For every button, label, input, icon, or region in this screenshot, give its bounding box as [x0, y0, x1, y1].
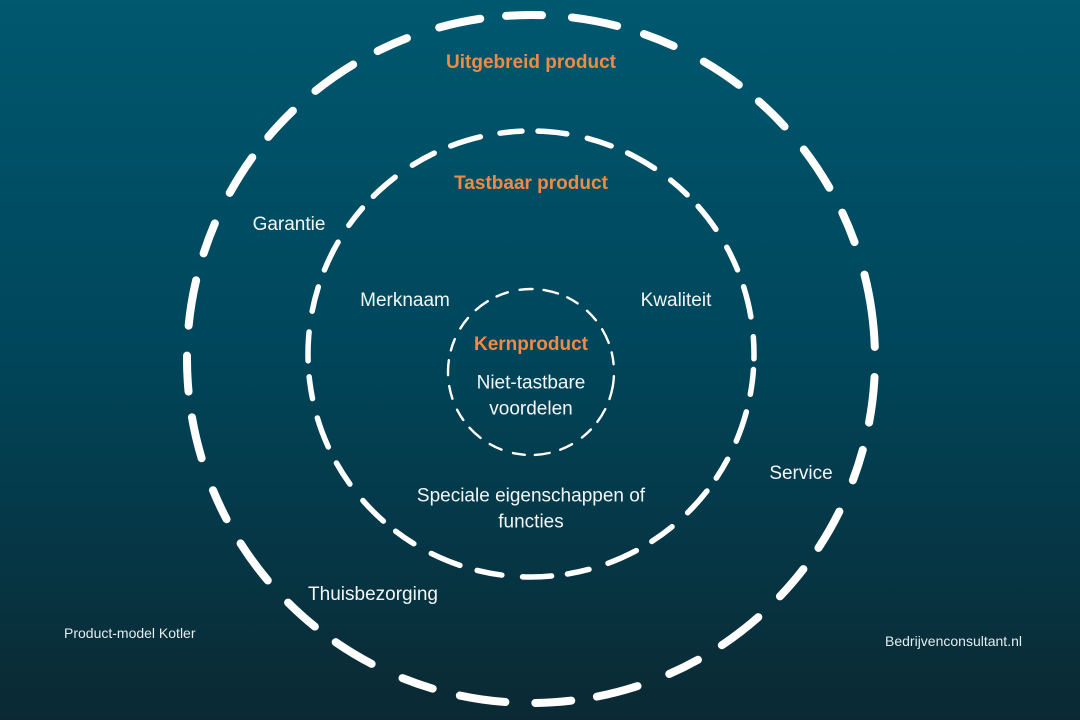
footer-model-credit: Product-model Kotler — [64, 625, 196, 641]
label-kwaliteit: Kwaliteit — [640, 290, 712, 312]
label-garantie: Garantie — [252, 214, 326, 236]
core-ring-subtitle: Niet-tastbare voordelen — [476, 372, 586, 419]
middle-ring-circle — [305, 128, 757, 580]
core-ring-title: Kernproduct — [474, 334, 588, 355]
label-service: Service — [769, 463, 833, 485]
outer-ring-title: Uitgebreid product — [446, 52, 616, 73]
core-ring-circle — [446, 287, 616, 457]
label-thuisbezorging: Thuisbezorging — [308, 584, 438, 606]
middle-ring-title: Tastbaar product — [454, 173, 608, 194]
label-speciale-eigenschappen: Speciale eigenschappen of functies — [416, 485, 646, 532]
outer-ring-circle — [183, 11, 879, 707]
label-merknaam: Merknaam — [360, 290, 450, 312]
footer-brand: Bedrijvenconsultant.nl — [885, 633, 1022, 649]
